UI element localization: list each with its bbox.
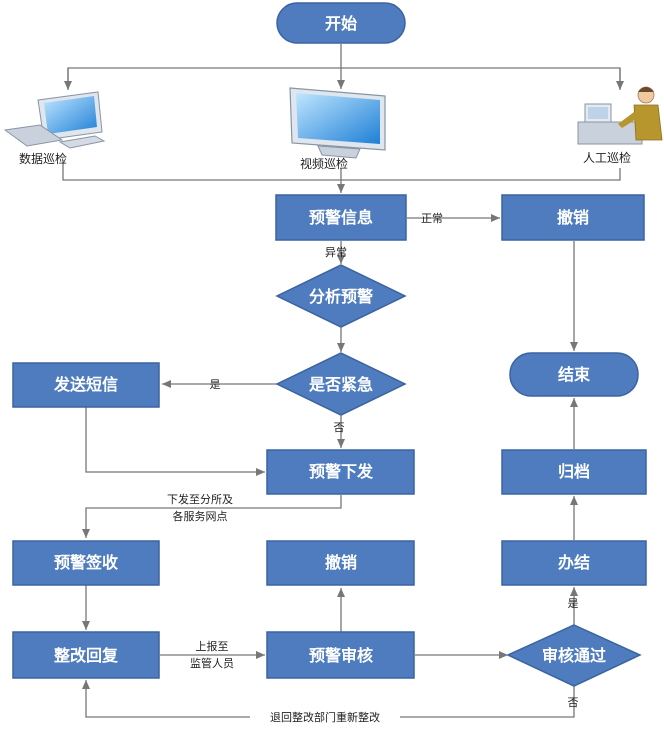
manual-inspection-label: 人工巡检 <box>583 150 631 165</box>
send-sms-label: 发送短信 <box>53 375 118 394</box>
start-label: 开始 <box>325 14 357 33</box>
start-node: 开始 <box>276 2 406 44</box>
cancel-top-label: 撤销 <box>557 208 589 227</box>
sign-node: 预警签收 <box>12 540 160 586</box>
reply-label: 整改回复 <box>53 646 119 665</box>
video-inspection-icon <box>289 87 386 159</box>
archive-node: 归档 <box>501 449 647 495</box>
data-inspection-label: 数据巡检 <box>19 151 67 166</box>
return-label: 退回整改部门重新整改 <box>270 710 380 724</box>
sign-label: 预警签收 <box>54 553 118 572</box>
report-label-1: 上报至 <box>196 639 229 653</box>
report-label-2: 监管人员 <box>190 656 234 670</box>
warn-info-label: 预警信息 <box>309 208 373 227</box>
complete-node: 办结 <box>501 540 647 586</box>
yes-complete-label: 是 <box>568 597 579 610</box>
end-node: 结束 <box>509 352 639 397</box>
issue-label: 预警下发 <box>309 462 374 481</box>
cancel-mid-label: 撤销 <box>325 553 357 572</box>
issue-node: 预警下发 <box>266 449 415 495</box>
issue-to-label-1: 下发至分所及 <box>167 492 233 506</box>
video-inspection-label: 视频巡检 <box>300 156 348 171</box>
cancel-mid-node: 撤销 <box>266 540 415 586</box>
end-label: 结束 <box>557 365 591 384</box>
issue-to-label-2: 各服务网点 <box>173 509 228 523</box>
no-return-label: 否 <box>568 696 579 709</box>
archive-label: 归档 <box>558 462 590 481</box>
normal-label: 正常 <box>421 212 443 225</box>
yes-sms-label: 是 <box>210 378 221 391</box>
urgent-label: 是否紧急 <box>308 375 373 394</box>
analyze-label: 分析预警 <box>309 287 373 306</box>
review-label: 预警审核 <box>309 646 373 665</box>
abnormal-label: 异常 <box>325 246 347 259</box>
send-sms-node: 发送短信 <box>12 362 160 408</box>
approved-label: 审核通过 <box>542 646 606 665</box>
data-inspection-icon <box>3 91 106 149</box>
approved-diamond: 审核通过 <box>506 624 642 687</box>
urgent-diamond: 是否紧急 <box>275 352 407 416</box>
warn-info-node: 预警信息 <box>275 194 407 241</box>
reply-node: 整改回复 <box>12 631 160 679</box>
analyze-diamond: 分析预警 <box>275 264 407 328</box>
review-node: 预警审核 <box>266 631 415 679</box>
manual-inspection-icon <box>577 86 663 145</box>
no-issue-label: 否 <box>334 421 345 434</box>
complete-label: 办结 <box>558 553 590 572</box>
cancel-top-node: 撤销 <box>501 194 645 241</box>
return-label-bg <box>250 710 400 724</box>
